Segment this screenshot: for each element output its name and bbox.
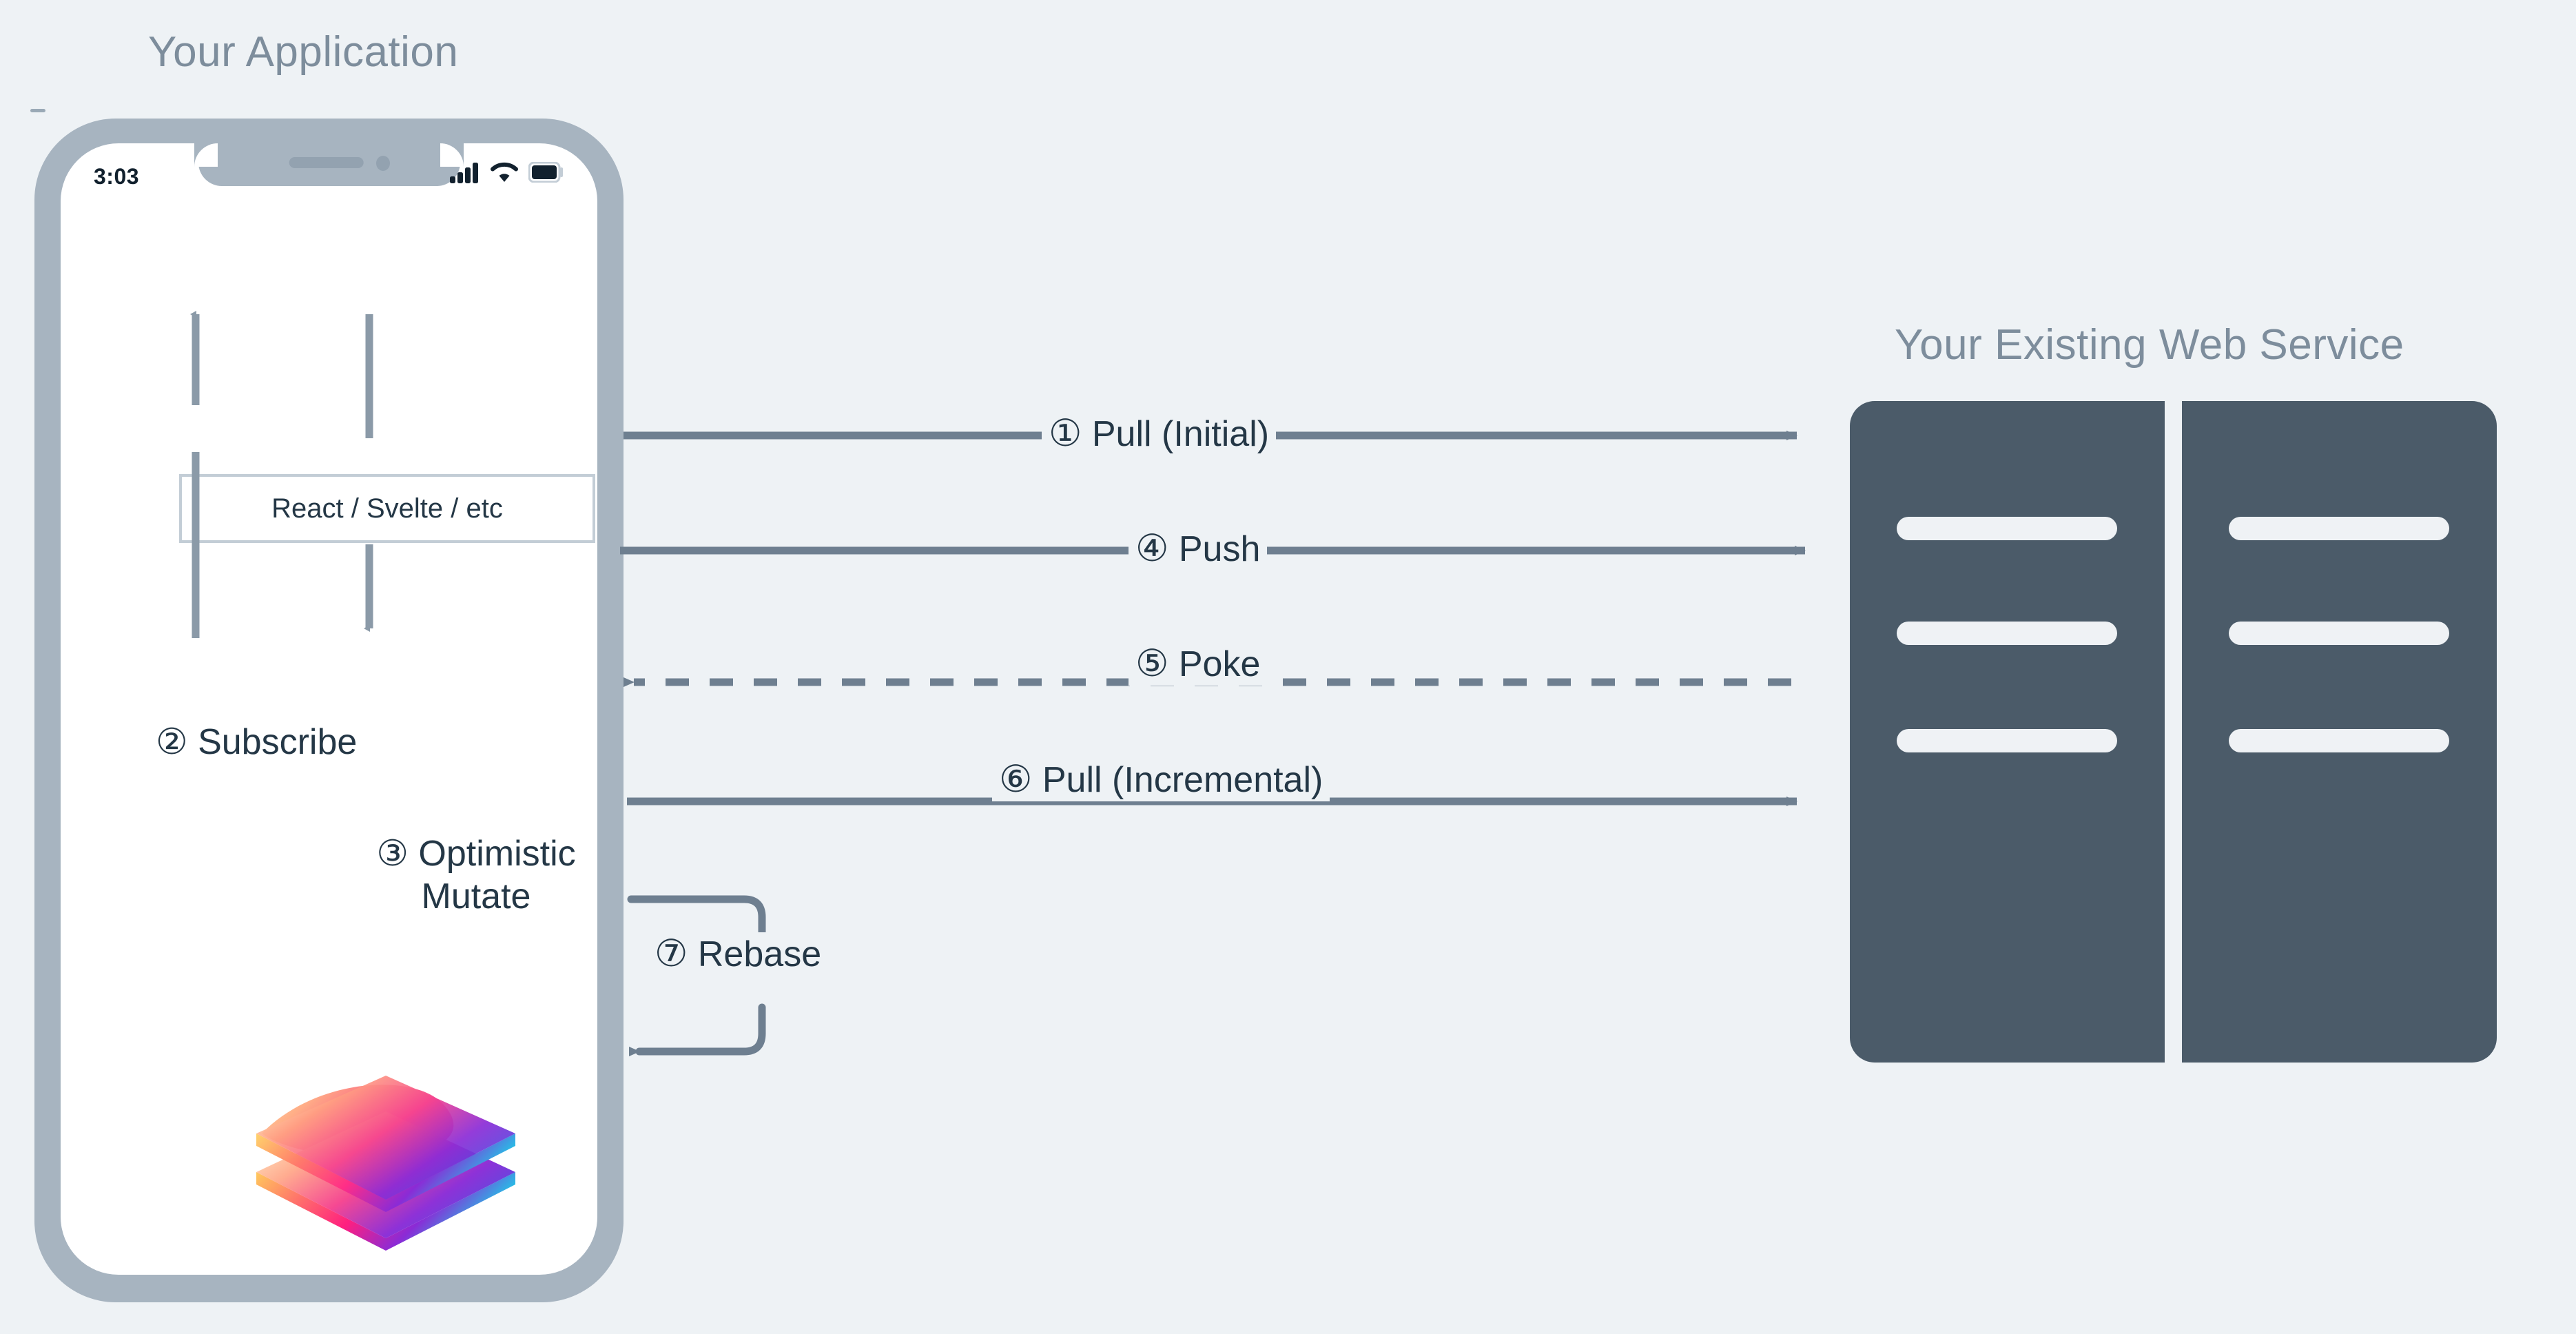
your-existing-web-service-title: Your Existing Web Service	[1895, 321, 2404, 369]
notch-shoulder-right	[440, 143, 464, 167]
front-camera-icon	[375, 156, 390, 171]
flow-label-pull-initial: ① Pull (Initial)	[1042, 412, 1277, 455]
server-slot	[1897, 517, 2117, 540]
server-slot	[2229, 517, 2449, 540]
flow-number-5: ⑤	[1135, 643, 1169, 684]
flow-text-pull-incremental: Pull (Incremental)	[1042, 760, 1323, 800]
flow-text-rebase: Rebase	[697, 934, 822, 974]
framework-box-label: React / Svelte / etc	[271, 493, 503, 524]
wifi-icon	[491, 162, 518, 182]
server-slot	[1897, 622, 2117, 645]
phone-screen: 3:03	[61, 143, 597, 1275]
flow-number-1: ①	[1049, 413, 1082, 454]
alignment-tick-mark	[30, 109, 45, 112]
flow-label-push: ④ Push	[1129, 527, 1268, 571]
wire-rebase-bottom	[629, 1003, 766, 1056]
server-slot	[1897, 729, 2117, 752]
flow-label-rebase: ⑦ Rebase	[648, 932, 829, 976]
flow-label-subscribe: ② Subscribe	[150, 721, 363, 764]
status-bar-time: 3:03	[94, 164, 140, 189]
server-rack-right	[2182, 401, 2497, 1063]
replicache-logo	[256, 1076, 515, 1251]
flow-label-poke: ⑤ Poke	[1129, 642, 1268, 686]
flow-text-subscribe: Subscribe	[198, 722, 358, 762]
flow-number-7: ⑦	[655, 933, 688, 974]
status-bar-icons	[450, 161, 564, 183]
flow-label-mutate-line1: ③ Optimistic	[376, 834, 576, 874]
cellular-signal-icon	[450, 163, 478, 183]
flow-text-pull-initial: Pull (Initial)	[1091, 414, 1270, 454]
flow-number-6: ⑥	[999, 759, 1033, 800]
flow-number-4: ④	[1135, 528, 1169, 569]
framework-box[interactable]: React / Svelte / etc	[179, 474, 595, 543]
inphone-wires	[190, 311, 373, 638]
phone-mockup: 3:03	[34, 119, 624, 1302]
flow-label-mutate-line2: Mutate	[421, 876, 531, 917]
flow-label-pull-incremental: ⑥ Pull (Incremental)	[992, 758, 1330, 801]
speaker-grille-icon	[289, 157, 364, 168]
server-slot	[2229, 622, 2449, 645]
flow-text-poke: Poke	[1178, 644, 1261, 684]
server-rack-left	[1850, 401, 2165, 1063]
phone-notch	[198, 143, 460, 186]
your-application-title: Your Application	[148, 28, 459, 76]
flow-label-optimistic-mutate: ③ Optimistic Mutate	[322, 832, 597, 919]
flow-number-2: ②	[156, 722, 188, 762]
flow-text-push: Push	[1178, 529, 1261, 569]
notch-shoulder-left	[194, 143, 218, 167]
server-slot	[2229, 729, 2449, 752]
battery-icon	[528, 162, 563, 183]
